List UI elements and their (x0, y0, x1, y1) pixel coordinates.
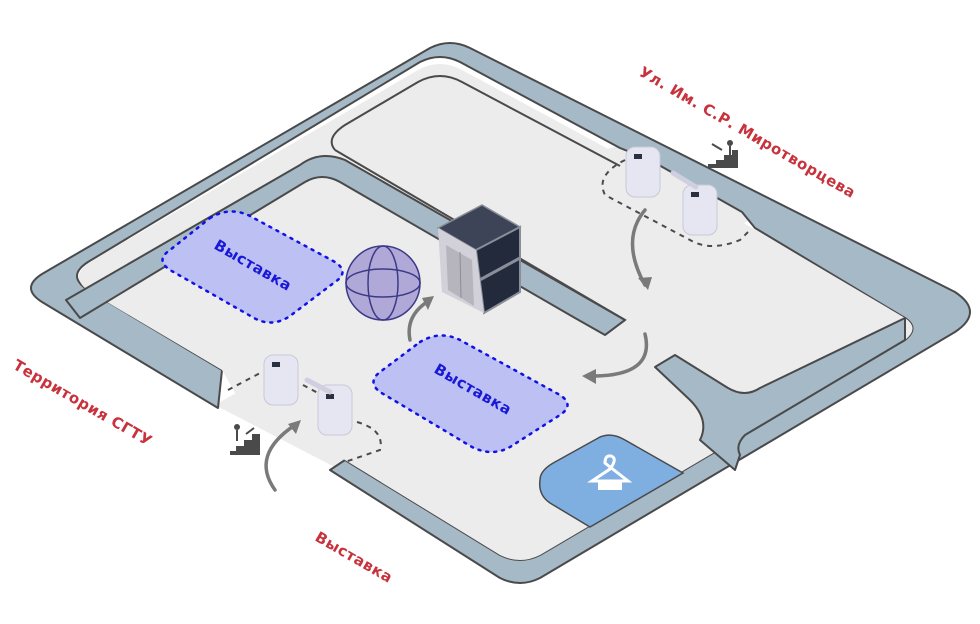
inner-wall-right (654, 317, 906, 471)
stairs-person-icon (708, 140, 738, 168)
exhibition-outside-label: Выставка (312, 528, 396, 587)
stairs-person-icon (230, 424, 260, 455)
exhibition-zone-2[interactable] (372, 334, 569, 454)
turnstile-paths (227, 159, 751, 463)
wardrobe-area[interactable] (538, 434, 685, 528)
arrow-from-street (630, 208, 647, 287)
globe-icon (345, 245, 421, 321)
territory-label: Территория СГТУ (10, 356, 155, 450)
top-room-outline (330, 75, 621, 167)
elevator-icon (436, 204, 522, 315)
exhibition-zone-1[interactable] (161, 210, 344, 324)
arrow-heads (288, 277, 652, 434)
coat-hanger-icon (587, 454, 633, 490)
top-room-bottom (334, 149, 627, 336)
floor-area (79, 64, 913, 560)
turnstile-right (625, 146, 718, 236)
arrow-entrance (264, 423, 297, 492)
arrow-to-zone2 (593, 332, 649, 378)
turnstile-left (263, 354, 353, 436)
